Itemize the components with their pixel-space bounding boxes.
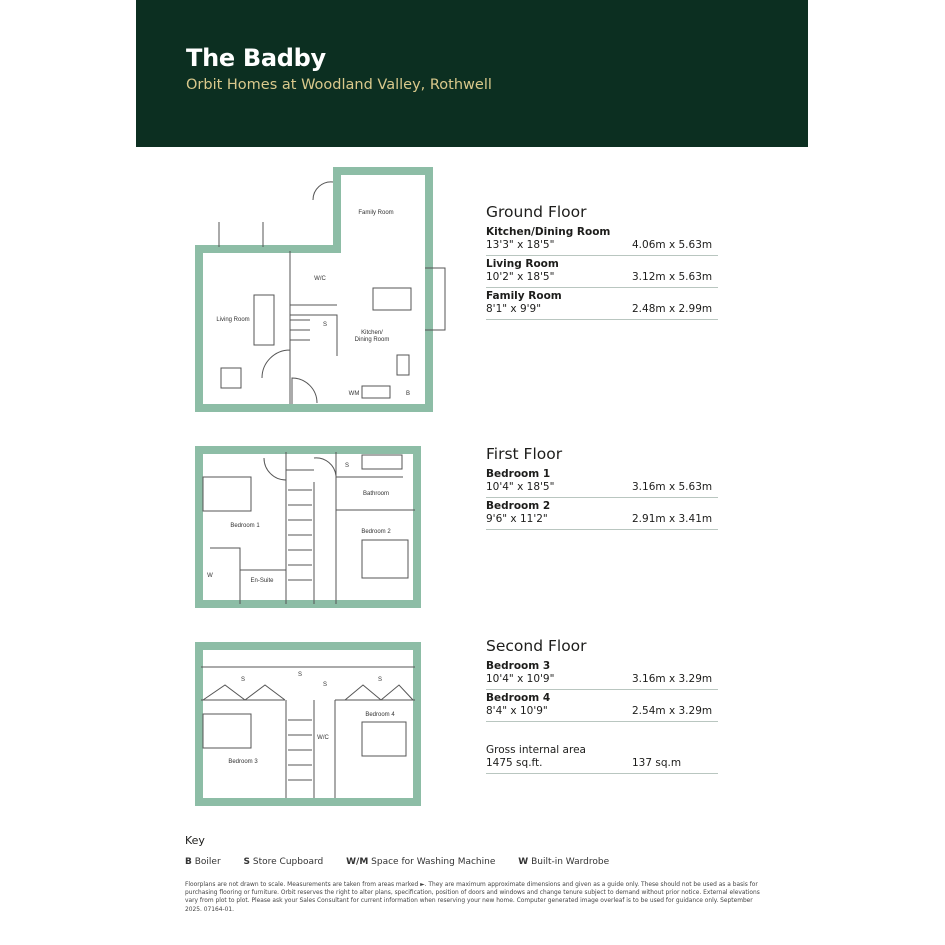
page-title: The Badby: [186, 44, 326, 72]
gia-label: Gross internal area: [486, 744, 586, 756]
room-name: Living Room: [486, 258, 559, 270]
label-bathroom: Bathroom: [363, 491, 389, 497]
key-code: W: [518, 857, 529, 867]
key-item: W Built-in Wardrobe: [518, 857, 619, 867]
key-label: Store Cupboard: [252, 857, 324, 867]
imperial-dims: 8'1" x 9'9": [486, 303, 542, 315]
key-code: B: [185, 857, 192, 867]
key-title: Key: [185, 834, 205, 847]
key-label: Space for Washing Machine: [371, 857, 496, 867]
key-label: Built-in Wardrobe: [531, 857, 610, 867]
key-label: Boiler: [194, 857, 221, 867]
key-list: B Boiler S Store Cupboard W/M Space for …: [185, 857, 629, 867]
metric-dims: 3.16m x 3.29m: [632, 673, 713, 685]
second-floor-walls: [195, 642, 421, 806]
label-store: S: [298, 672, 302, 678]
label-store: S: [378, 677, 382, 683]
metric-dims: 2.91m x 3.41m: [632, 513, 713, 525]
label-wardrobe: W: [207, 573, 213, 579]
room-name: Bedroom 1: [486, 468, 551, 480]
label-bedroom-1: Bedroom 1: [230, 523, 260, 529]
room-name: Bedroom 2: [486, 500, 551, 512]
gia-metric: 137 sq.m: [632, 757, 682, 769]
label-dining-room: Dining Room: [355, 337, 390, 343]
header-banner: The Badby Orbit Homes at Woodland Valley…: [136, 0, 808, 147]
label-living-room: Living Room: [216, 317, 249, 323]
floor-title: Ground Floor: [486, 203, 587, 221]
metric-dims: 3.12m x 5.63m: [632, 271, 713, 283]
first-floor-walls: [195, 446, 421, 608]
label-store: S: [241, 677, 245, 683]
imperial-dims: 10'2" x 18'5": [486, 271, 555, 283]
label-store: S: [323, 682, 327, 688]
room-name: Family Room: [486, 290, 562, 302]
key-item: B Boiler: [185, 857, 231, 867]
page-subtitle: Orbit Homes at Woodland Valley, Rothwell: [186, 77, 492, 93]
label-store: S: [323, 322, 327, 328]
imperial-dims: 9'6" x 11'2": [486, 513, 548, 525]
ground-floor-walls: [195, 167, 433, 412]
label-bedroom-4: Bedroom 4: [365, 712, 395, 718]
label-kitchen: Kitchen/: [361, 330, 383, 336]
imperial-dims: 10'4" x 10'9": [486, 673, 555, 685]
key-code: W/M: [346, 857, 369, 867]
imperial-dims: 10'4" x 18'5": [486, 481, 555, 493]
label-family-room: Family Room: [358, 210, 393, 216]
key-code: S: [243, 857, 251, 867]
label-bedroom-3: Bedroom 3: [228, 759, 258, 765]
metric-dims: 3.16m x 5.63m: [632, 481, 713, 493]
floor-title: First Floor: [486, 445, 563, 463]
label-bedroom-2: Bedroom 2: [361, 529, 391, 535]
label-store: S: [345, 463, 349, 469]
metric-dims: 2.54m x 3.29m: [632, 705, 713, 717]
room-name: Bedroom 4: [486, 692, 551, 704]
metric-dims: 4.06m x 5.63m: [632, 239, 713, 251]
room-name: Kitchen/Dining Room: [486, 226, 611, 238]
key-item: S Store Cupboard: [244, 857, 334, 867]
label-wm: WM: [349, 391, 360, 397]
label-wc: W/C: [317, 735, 329, 741]
key-item: W/M Space for Washing Machine: [346, 857, 505, 867]
floor-title: Second Floor: [486, 637, 587, 655]
disclaimer: Floorplans are not drawn to scale. Measu…: [185, 882, 760, 913]
imperial-dims: 8'4" x 10'9": [486, 705, 548, 717]
label-wc: W/C: [314, 276, 326, 282]
room-name: Bedroom 3: [486, 660, 551, 672]
gia-imperial: 1475 sq.ft.: [486, 757, 543, 769]
label-boiler: B: [406, 391, 410, 397]
label-en-suite: En-Suite: [250, 578, 274, 584]
imperial-dims: 13'3" x 18'5": [486, 239, 555, 251]
metric-dims: 2.48m x 2.99m: [632, 303, 713, 315]
